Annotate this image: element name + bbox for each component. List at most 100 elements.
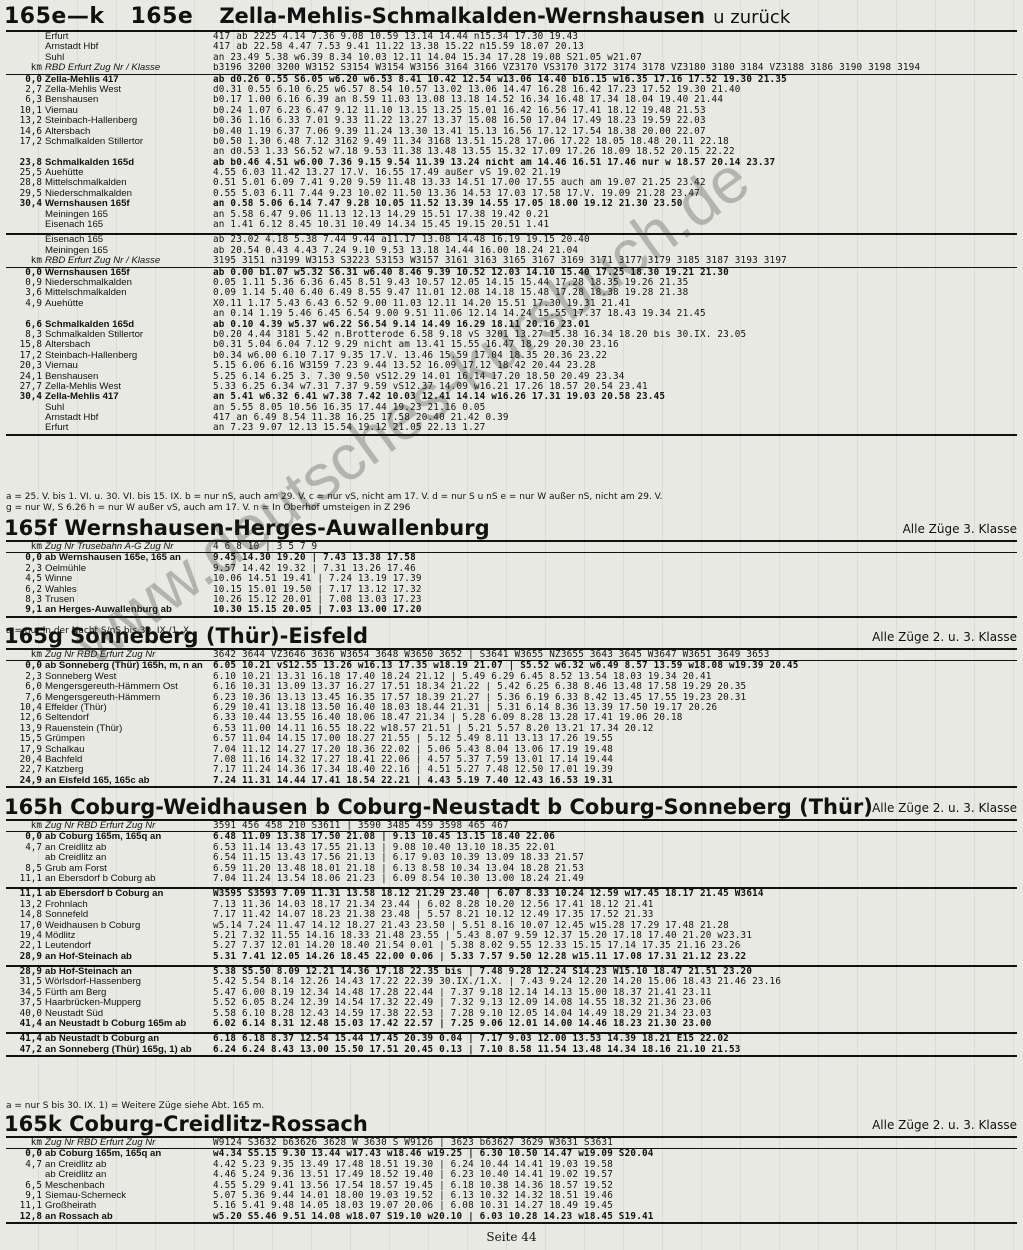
km-cell: 2,3 bbox=[25, 671, 42, 682]
station-cell: Weidhausen b Coburg bbox=[45, 920, 141, 931]
times-cell: 5.16 5.41 9.48 14.05 18.03 19.07 20.06 |… bbox=[213, 1201, 614, 1212]
section-title: 165f Wernshausen-Herges-Auwallenburg bbox=[4, 516, 490, 540]
station-cell: Zug Nr Trusebahn A-G Zug Nr bbox=[45, 542, 174, 552]
times-cell: 10.15 15.01 19.50 | 7.17 13.12 17.32 bbox=[213, 584, 422, 595]
table-separator bbox=[6, 884, 1017, 890]
times-cell: X0.11 1.17 5.43 6.43 6.52 9.00 11.03 12.… bbox=[213, 298, 631, 309]
km-cell: 4,7 bbox=[25, 1159, 42, 1170]
times-cell: 0.05 1.11 5.36 6.36 6.45 8.51 9.43 10.57… bbox=[213, 277, 689, 288]
station-cell: ab Creidlitz an bbox=[45, 853, 107, 864]
station-cell: Arnstadt Hbf bbox=[45, 413, 99, 424]
times-cell: W9124 S3632 b63626 3628 W 3630 S W9126 |… bbox=[213, 1138, 614, 1148]
km-cell: 0,9 bbox=[25, 277, 42, 288]
km-cell: 37,5 bbox=[19, 998, 42, 1009]
times-cell: 4.55 6.03 11.42 13.27 17.V. 16.55 17.49 … bbox=[213, 168, 561, 179]
times-cell: 417 ab 2225 4.14 7.36 9.08 10.59 13.14 1… bbox=[213, 32, 579, 42]
footnote: a = nur S bis 30. IX. 1) = Weitere Züge … bbox=[6, 1101, 265, 1111]
times-cell: 6.16 10.31 13.09 13.37 16.27 17.51 18.34… bbox=[213, 682, 747, 693]
times-cell: 6.23 10.36 13.13 13.45 16.35 17.57 18.39… bbox=[213, 692, 747, 703]
km-cell: 11,1 bbox=[19, 873, 42, 884]
times-cell: b0.34 w6.00 6.10 7.17 9.35 17.V. 13.46 1… bbox=[213, 350, 608, 361]
times-cell: 4.46 5.24 9.36 13.51 17.49 18.52 19.40 |… bbox=[213, 1170, 614, 1181]
km-cell: 17,9 bbox=[19, 744, 42, 755]
times-cell: 5.21 7.32 11.55 14.16 18.33 21.48 23.55 … bbox=[213, 930, 753, 941]
station-cell: an Eisfeld 165, 165c ab bbox=[45, 775, 150, 786]
times-cell: b0.17 1.00 6.16 6.39 an 8.59 11.03 13.08… bbox=[213, 95, 724, 106]
km-cell: 28,9 bbox=[19, 967, 42, 978]
times-cell: 5.15 6.06 6.16 W3159 7.23 9.44 13.52 16.… bbox=[213, 361, 596, 372]
station-cell: Mittelschmalkalden bbox=[45, 178, 127, 189]
page-number: Seite 44 bbox=[486, 1230, 537, 1244]
station-cell: Benshausen bbox=[45, 95, 99, 106]
station-cell: Eisenach 165 bbox=[45, 235, 104, 246]
station-cell: Zella-Mehlis West bbox=[45, 381, 122, 392]
km-cell: 11,1 bbox=[19, 889, 42, 900]
times-cell: 7.08 11.16 14.32 17.27 18.41 22.06 | 4.5… bbox=[213, 754, 614, 765]
footnote: a = 25. V. bis 1. VI. u. 30. VI. bis 15.… bbox=[6, 492, 663, 502]
station-cell: Katzberg bbox=[45, 765, 84, 776]
times-cell: an 5.41 w6.32 6.41 w7.38 7.42 10.03 12.4… bbox=[213, 392, 666, 403]
station-cell: Steinbach-Hallenberg bbox=[45, 350, 138, 361]
station-cell: ab Coburg 165m, 165q an bbox=[45, 832, 162, 843]
times-cell: 7.13 11.36 14.03 18.17 21.34 23.44 | 6.0… bbox=[213, 899, 654, 910]
km-cell: 19,4 bbox=[19, 930, 42, 941]
station-cell: Zug Nr RBD Erfurt Zug Nr bbox=[45, 650, 156, 660]
km-cell: 10,4 bbox=[19, 702, 42, 713]
km-cell: 22,1 bbox=[19, 941, 42, 952]
times-cell: w5.20 S5.46 9.51 14.08 w18.07 S19.10 w20… bbox=[213, 1211, 654, 1222]
km-cell: 13,9 bbox=[19, 723, 42, 734]
table-row: an d0.53 1.33 S6.52 w7.18 9.53 11.38 13.… bbox=[6, 147, 1017, 157]
km-cell: 8,5 bbox=[25, 863, 42, 874]
table-separator bbox=[6, 230, 1017, 236]
times-cell: 5.27 7.37 12.01 14.20 18.40 21.54 0.01 |… bbox=[213, 941, 741, 952]
times-cell: an 0.14 1.19 5.46 6.45 6.54 9.00 9.51 11… bbox=[213, 309, 706, 320]
km-cell: 34,5 bbox=[19, 987, 42, 998]
km-cell: 29,5 bbox=[19, 188, 42, 199]
km-cell bbox=[6, 246, 45, 256]
times-cell: b0.40 1.19 6.37 7.06 9.39 11.24 13.30 13… bbox=[213, 126, 706, 137]
km-cell: 10,1 bbox=[19, 105, 42, 116]
station-cell: Winne bbox=[45, 574, 73, 585]
km-cell: 24,9 bbox=[19, 775, 42, 786]
times-cell: 5.25 6.14 6.25 3. 7.30 9.50 vS12.29 14.0… bbox=[213, 371, 625, 382]
km-cell: 0,0 bbox=[25, 553, 42, 564]
station-cell: RBD Erfurt Zug Nr / Klasse bbox=[45, 63, 161, 74]
times-cell: 6.24 6.24 8.43 13.00 15.50 17.51 20.45 0… bbox=[213, 1044, 741, 1055]
times-cell: 7.24 11.31 14.44 17.41 18.54 22.21 | 4.4… bbox=[213, 775, 614, 786]
km-cell: 24,1 bbox=[19, 371, 42, 382]
station-cell: Seltendorf bbox=[45, 713, 89, 724]
station-cell: ab Ebersdorf b Coburg an bbox=[45, 889, 164, 900]
station-cell bbox=[45, 147, 213, 157]
section-title: Zella-Mehlis-Schmalkalden-Wernshausen bbox=[219, 4, 706, 28]
station-cell: Suhl bbox=[45, 52, 65, 63]
station-cell: Meschenbach bbox=[45, 1180, 105, 1191]
times-cell: an 0.58 5.06 6.14 7.47 9.28 10.05 11.52 … bbox=[213, 199, 683, 210]
